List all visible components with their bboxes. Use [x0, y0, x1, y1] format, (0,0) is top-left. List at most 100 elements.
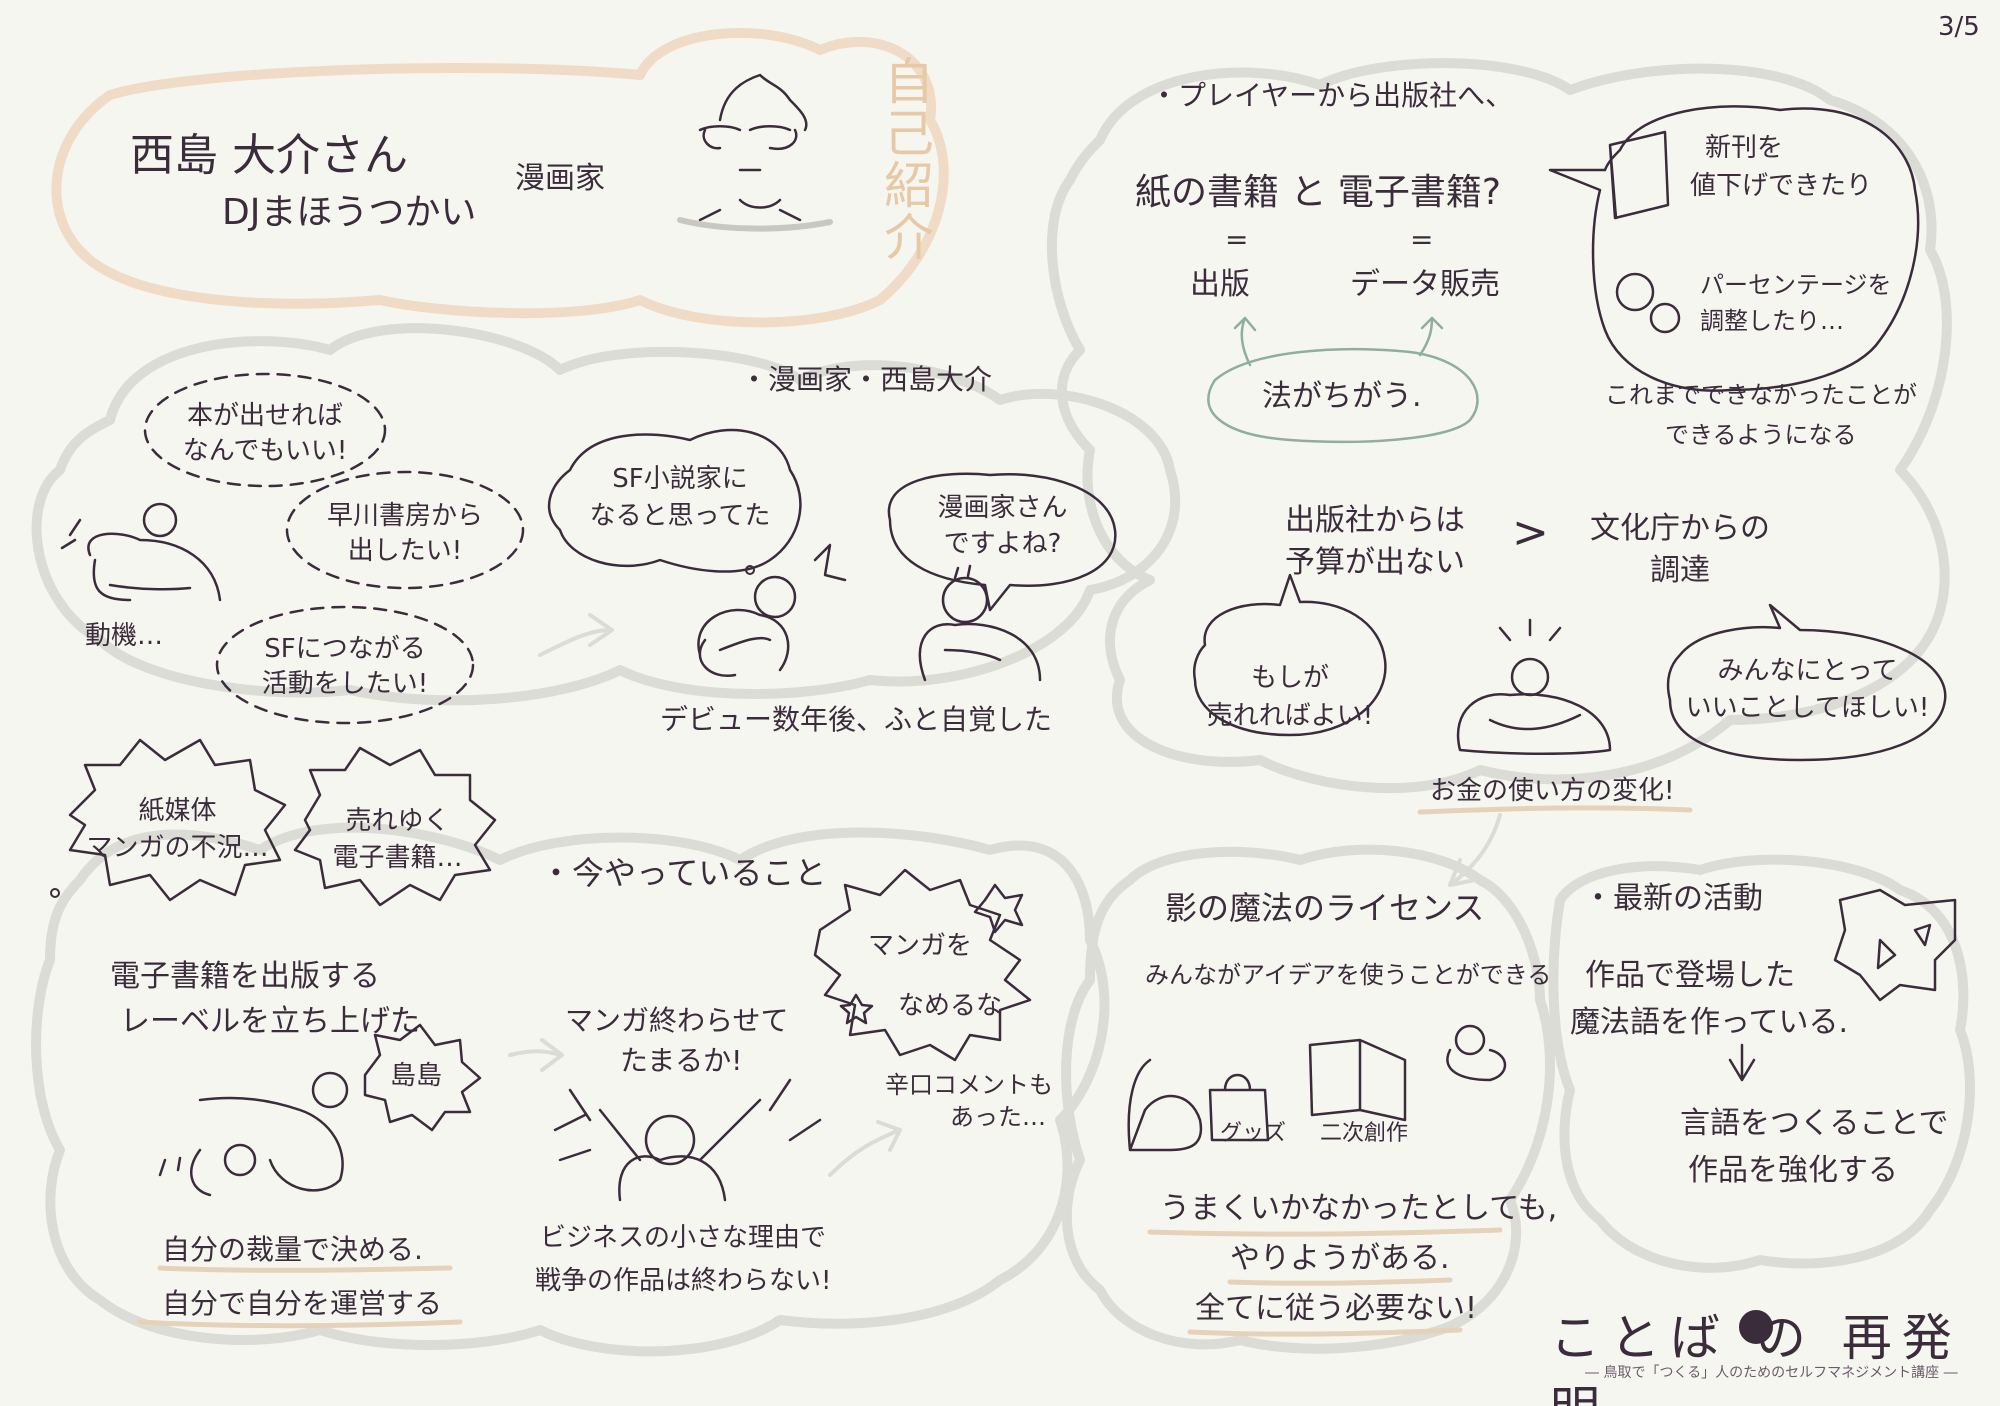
now-spiky-1 — [68, 738, 287, 902]
publisher-bubble — [1548, 105, 1920, 392]
intro-dj-name: DJまほうつかい — [222, 192, 477, 233]
debut-thought-line-2: なると思ってた — [589, 501, 771, 531]
license-conclusion-line-2: やりようがある. — [1230, 1241, 1450, 1276]
brand-name: ことば の 再発明 — [1550, 1309, 1962, 1406]
money-right-bubble — [1666, 603, 1947, 762]
money-right-line-1: 文化庁からの — [1590, 511, 1770, 546]
now-arrow-2 — [828, 1120, 902, 1177]
debut-speech-line-1: 漫画家さん — [937, 493, 1068, 523]
intro-name: 西島 大介さん — [130, 130, 408, 181]
debut-thought-dot — [745, 565, 755, 575]
latest-result-line-2: 作品を強化する — [1688, 1153, 1898, 1188]
publisher-to-license-arrow — [1448, 813, 1502, 887]
coin-2 — [1649, 302, 1681, 334]
law-arrow-left — [1233, 316, 1257, 367]
tag-spiky — [363, 1023, 482, 1132]
publisher-question: 紙の書籍 と 電子書籍? — [1135, 172, 1501, 213]
money-left-line-2: 予算が出ない — [1285, 545, 1465, 580]
publisher-bubble-line-1: 新刊を — [1705, 133, 1784, 163]
brand-icon — [1739, 1310, 1773, 1344]
motive-bubble-3-outline — [215, 605, 475, 725]
intro-vertical-title: 自己紹介 — [876, 55, 934, 263]
license-conclusion-line-3: 全てに従う必要ない! — [1195, 1291, 1478, 1326]
debut-figure-2 — [918, 564, 1042, 682]
money-caption: お金の使い方の変化! — [1430, 776, 1675, 806]
motive-bubble-1-line-2: なんでもいい! — [182, 436, 348, 466]
intro-cloud — [51, 27, 949, 328]
money-bubble-left-line-2: 売れればよい! — [1206, 701, 1374, 731]
motive-figure — [60, 502, 222, 602]
license-derivative: 二次創作 — [1320, 1121, 1409, 1146]
motive-bubble-2-line-1: 早川書房から — [326, 501, 483, 531]
money-figure — [1456, 618, 1612, 755]
coin-1 — [1615, 272, 1655, 312]
manga-comment-line-2: あった… — [950, 1103, 1046, 1131]
law-arrow-right — [1418, 316, 1444, 357]
motive-cloud — [31, 323, 1181, 706]
debut-heading: ・漫画家・西島大介 — [740, 363, 993, 396]
money-arrow: > — [1512, 507, 1549, 558]
small-star-2 — [839, 993, 874, 1025]
latest-heading: ・最新の活動 — [1583, 881, 1763, 916]
publisher-heading: ・プレイヤーから出版社へ、 — [1150, 79, 1514, 112]
now-cloud — [31, 822, 1110, 1357]
manga-bottom-line-2: 戦争の作品は終わらない! — [535, 1266, 832, 1296]
latest-cloud — [1548, 854, 1975, 1273]
latest-result-line-1: 言語をつくることで — [1680, 1106, 1949, 1141]
now-spiky-2 — [293, 746, 497, 907]
now-spiky-1-line-2: マンガの不況… — [86, 833, 269, 863]
now-label-line-1: 電子書籍を出版する — [110, 959, 380, 994]
publisher-eq-1: = — [1225, 223, 1249, 256]
brand-subtitle: ― 鳥取で「つくる」人のためのセルフマネジメント講座 ― — [1585, 1365, 1958, 1381]
small-star-1 — [973, 883, 1024, 934]
debut-caption: デビュー数年後、ふと自覚した — [660, 703, 1053, 736]
now-spiky-2-line-2: 電子書籍… — [332, 843, 463, 873]
manga-spiky-bubble — [813, 868, 1032, 1062]
manga-comment-line-1: 辛口コメントも — [885, 1071, 1053, 1099]
intro-profession: 漫画家 — [515, 161, 605, 196]
license-figures — [1127, 1024, 1507, 1152]
publisher-left-term: 出版 — [1190, 267, 1250, 302]
latest-line-2: 魔法語を作っている. — [1570, 1005, 1849, 1040]
manga-spiky-line-1: マンガを — [867, 931, 972, 961]
publisher-bubble-line-4: 調整したり… — [1700, 307, 1844, 335]
debut-figure-1 — [697, 543, 847, 678]
motive-label: 動機… — [85, 621, 164, 651]
manga-spiky-line-2: なめるな — [897, 991, 1002, 1021]
money-bubble-right-line-2: いいことしてほしい! — [1685, 693, 1930, 723]
money-bubble-left-line-1: もしが — [1250, 663, 1329, 693]
latest-line-1: 作品で登場した — [1585, 958, 1795, 993]
publisher-right-term: データ販売 — [1350, 267, 1500, 302]
publisher-result-line-1: これまでできなかったことが — [1605, 381, 1917, 409]
motive-bubble-1-line-1: 本が出せれば — [186, 401, 343, 431]
motive-bubble-3-line-1: SFにつながる — [264, 634, 426, 664]
money-left-line-1: 出版社からは — [1285, 503, 1465, 538]
debut-thought-line-1: SF小説家に — [612, 464, 748, 494]
license-heading: 影の魔法のライセンス — [1165, 889, 1485, 927]
debut-thought-bubble — [548, 428, 802, 573]
publisher-bubble-line-2: 値下げできたり — [1690, 171, 1873, 201]
license-highlight-2 — [1227, 1277, 1453, 1286]
publisher-cloud — [1046, 58, 1952, 794]
manga-line-1: マンガ終わらせて — [565, 1004, 789, 1037]
license-highlight-1 — [1147, 1227, 1503, 1237]
now-highlight-1 — [157, 1265, 453, 1273]
money-highlight — [1417, 805, 1693, 815]
now-spiky-1-line-1: 紙媒体 — [138, 796, 217, 826]
publisher-bubble-line-3: パーセンテージを — [1700, 271, 1892, 299]
latest-logo — [1833, 888, 1957, 1002]
now-conclusion-line-1: 自分の裁量で決める. — [162, 1233, 423, 1266]
now-spiky-2-line-1: 売れゆく — [345, 806, 450, 836]
publisher-result-line-2: できるようになる — [1665, 421, 1857, 449]
publisher-eq-2: = — [1410, 223, 1434, 256]
license-cloud — [1061, 844, 1555, 1354]
now-tag: 島島 — [390, 1061, 443, 1091]
now-heading: ・今やっていること — [540, 854, 827, 892]
motive-bubble-2-outline — [285, 470, 525, 590]
now-conclusion-line-2: 自分で自分を運営する — [162, 1287, 443, 1320]
now-label-line-2: レーベルを立ち上げた — [120, 1004, 420, 1039]
now-arrow-1 — [508, 1038, 564, 1072]
latest-arrow — [1728, 1043, 1756, 1082]
manga-line-2: たまるか! — [620, 1044, 743, 1077]
